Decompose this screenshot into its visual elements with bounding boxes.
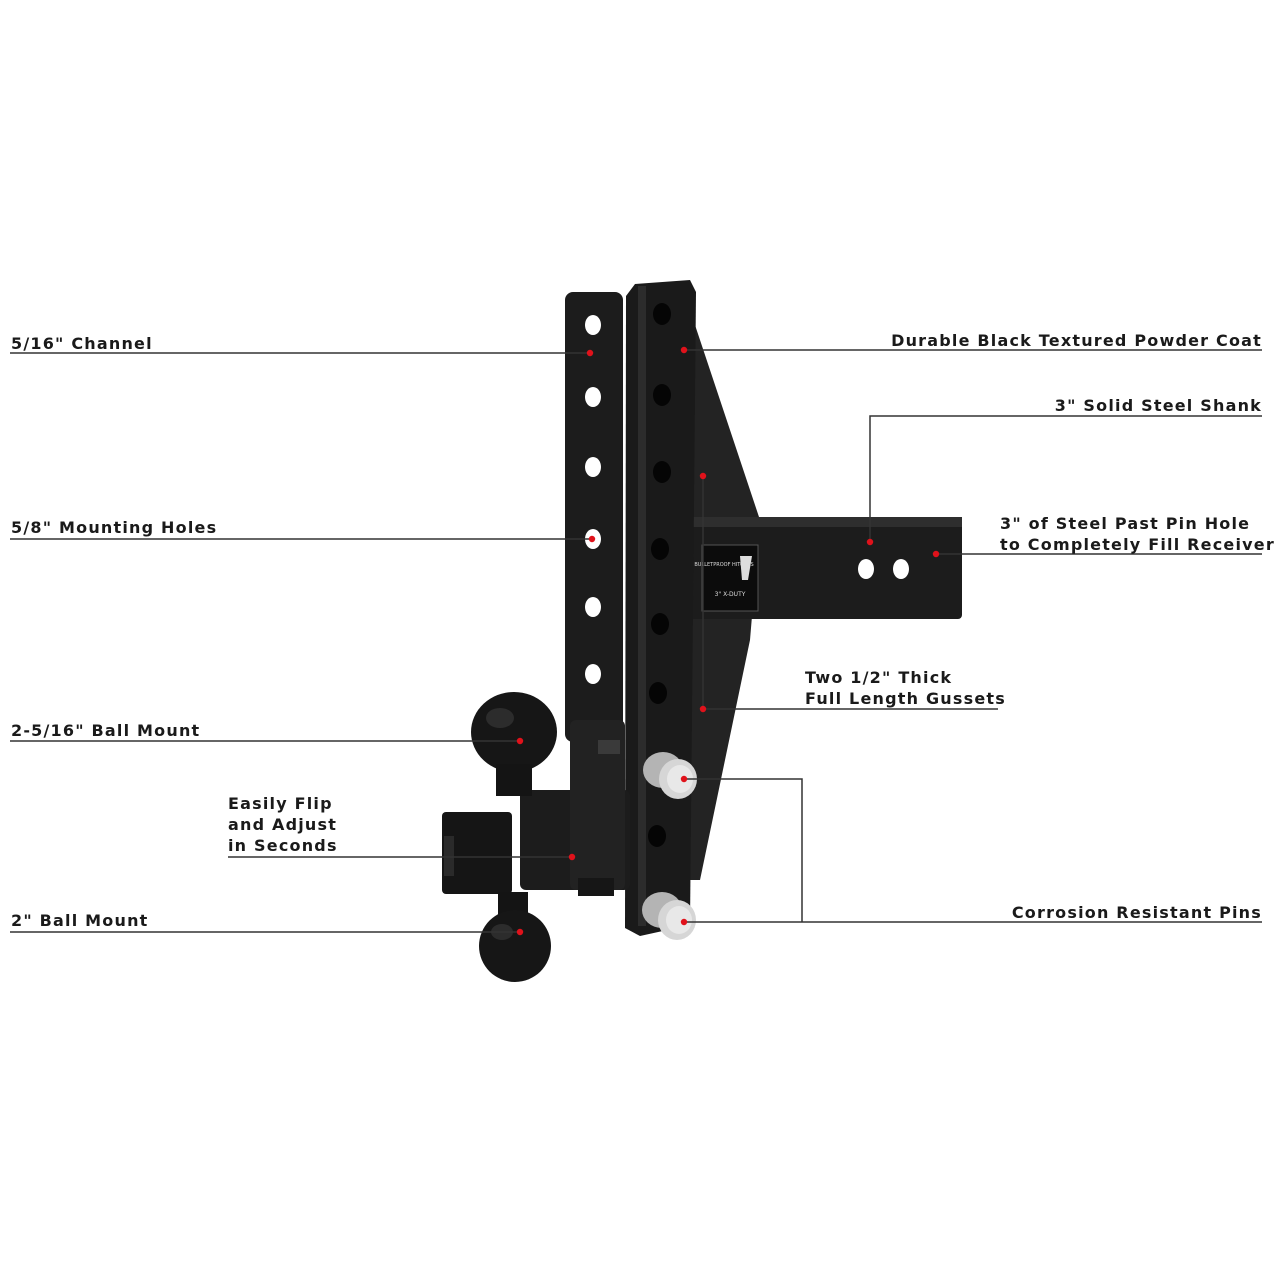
callout-pins-text: Corrosion Resistant Pins	[1011, 903, 1262, 922]
upper-pin	[643, 752, 697, 799]
callout-gussets: Two 1/2" Thick Full Length Gussets	[805, 667, 1006, 709]
lower-pin	[642, 892, 696, 940]
brand-logo-icon	[740, 556, 752, 580]
callout-channel-text: 5/16" Channel	[11, 334, 153, 353]
callout-flip-adjust: Easily Flip and Adjust in Seconds	[228, 793, 338, 856]
callout-powder-coat: Durable Black Textured Powder Coat	[891, 330, 1262, 351]
callout-steel-past-pin-line-1: 3" of Steel Past Pin Hole	[1000, 514, 1251, 533]
callout-gussets-line-1: Two 1/2" Thick	[805, 668, 953, 687]
callout-gussets-line-2: Full Length Gussets	[805, 689, 1006, 708]
callout-ball-mount-small: 2" Ball Mount	[11, 910, 149, 931]
callout-ball-mount-small-text: 2" Ball Mount	[11, 911, 149, 930]
ball-2-5-16	[471, 692, 557, 772]
callout-flip-adjust-line-1: Easily Flip	[228, 794, 333, 813]
ball-2	[479, 910, 551, 982]
callout-ball-mount-large-text: 2-5/16" Ball Mount	[11, 721, 201, 740]
channel-holes	[585, 315, 601, 684]
callout-solid-shank-text: 3" Solid Steel Shank	[1054, 396, 1262, 415]
label-plate	[701, 544, 759, 612]
callout-flip-adjust-line-3: in Seconds	[228, 836, 338, 855]
ball-mount-sleeve	[570, 720, 625, 890]
label-plate-text: 3" X-DUTY	[715, 591, 746, 598]
callout-flip-adjust-line-2: and Adjust	[228, 815, 338, 834]
marker-dots	[516, 346, 940, 936]
ball-mount-end	[442, 812, 512, 894]
callout-mounting-holes-text: 5/8" Mounting Holes	[11, 518, 218, 537]
callout-pins: Corrosion Resistant Pins	[1012, 902, 1262, 923]
front-column-holes	[648, 303, 671, 847]
callout-solid-shank: 3" Solid Steel Shank	[1055, 395, 1262, 416]
shank-holes	[858, 559, 909, 579]
callout-channel: 5/16" Channel	[11, 333, 153, 354]
callout-mounting-holes: 5/8" Mounting Holes	[11, 517, 217, 538]
label-plate-brand: BULLETPROOF HITCHES	[694, 562, 753, 568]
callout-ball-mount-large: 2-5/16" Ball Mount	[11, 720, 200, 741]
callout-powder-coat-text: Durable Black Textured Powder Coat	[891, 331, 1262, 350]
callout-steel-past-pin-line-2: to Completely Fill Receiver	[1000, 535, 1275, 554]
callout-steel-past-pin: 3" of Steel Past Pin Hole to Completely …	[1000, 513, 1275, 555]
rear-channel	[565, 292, 623, 742]
leader-lines	[10, 349, 1262, 933]
